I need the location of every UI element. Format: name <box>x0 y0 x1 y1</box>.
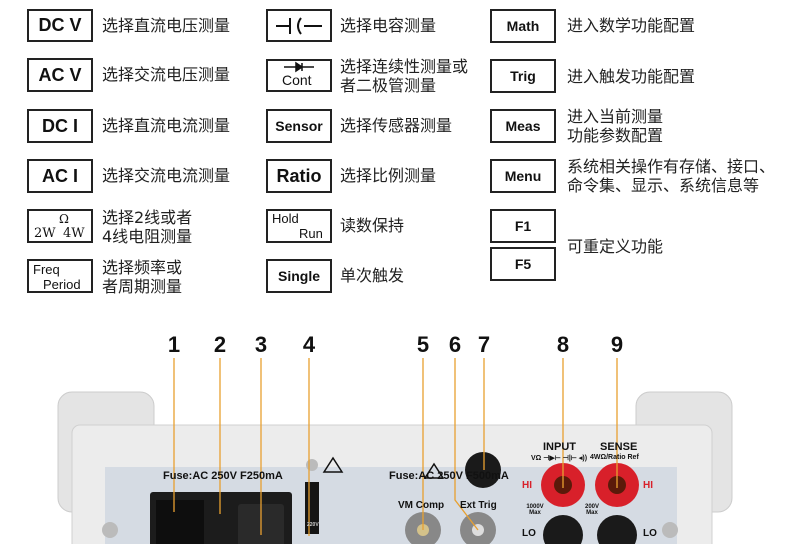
sense-lo-terminal <box>597 515 637 544</box>
input-label: INPUT <box>543 441 576 453</box>
capacitor-icon <box>276 17 322 35</box>
hi-label-2: HI <box>643 480 653 491</box>
freq-desc-line2: 者周期测量 <box>102 277 183 296</box>
lo-label: LO <box>522 528 536 539</box>
freq-desc: 选择频率或者周期测量 <box>102 258 182 296</box>
math-key: Math <box>490 9 556 43</box>
cont-label: Cont <box>282 72 312 88</box>
callout-lines <box>173 358 618 536</box>
freq-key: Freq Period <box>27 259 93 293</box>
callout-9: 9 <box>610 332 624 357</box>
diode-icon <box>284 61 314 73</box>
dci-desc: 选择直流电流测量 <box>102 116 231 135</box>
single-desc: 单次触发 <box>340 266 405 285</box>
callout-8: 8 <box>556 332 570 357</box>
sensor-desc: 选择传感器测量 <box>340 116 453 135</box>
cont-desc: 选择连续性测量或者二极管测量 <box>340 57 468 95</box>
trig-desc: 进入触发功能配置 <box>567 67 696 86</box>
callout-5: 5 <box>416 332 430 357</box>
ohm-4w: 4W <box>63 226 85 241</box>
acv-desc: 选择交流电压测量 <box>102 65 231 84</box>
vm-comp-label: VM Comp <box>398 500 445 511</box>
callout-3: 3 <box>254 332 268 357</box>
freq-label: Freq <box>33 262 60 277</box>
ohm-key: Ω 2W 4W <box>27 209 93 243</box>
meas-desc-line1: 进入当前测量 <box>567 107 664 126</box>
callout-4: 4 <box>302 332 316 357</box>
dcv-desc: 选择直流电压测量 <box>102 16 231 35</box>
input-sub-label: VΩ ⊣▶⊢ ⊣|⊢ ◂)) <box>531 455 588 462</box>
aci-desc: 选择交流电流测量 <box>102 166 231 185</box>
meas-desc-line2: 功能参数配置 <box>567 126 664 145</box>
trig-key: Trig <box>490 59 556 93</box>
ratio-key: Ratio <box>266 159 332 193</box>
ext-trig-label: Ext Trig <box>460 500 497 511</box>
fuse1-label: Fuse:AC 250V F250mA <box>163 470 283 482</box>
meas-key: Meas <box>490 109 556 143</box>
acv-key: AC V <box>27 58 93 92</box>
hold-label: Hold <box>272 211 299 226</box>
menu-desc-line1: 系统相关操作有存储、接口、 <box>567 157 776 176</box>
ratio-desc: 选择比例测量 <box>340 166 437 185</box>
voltage-selector-label: 220V <box>307 522 319 528</box>
menu-desc-line2: 命令集、显示、系统信息等 <box>567 176 760 195</box>
sense-label: SENSE <box>600 441 638 453</box>
v1000-label: 1000V Max <box>526 504 544 516</box>
ohm-desc-line1: 选择2线或者 <box>102 208 193 227</box>
input-lo-terminal <box>543 515 583 544</box>
hold-desc: 读数保持 <box>340 216 405 235</box>
capacitor-key <box>266 9 332 42</box>
aci-key: AC I <box>27 159 93 193</box>
period-label: Period <box>43 277 81 292</box>
callout-7: 7 <box>477 332 491 357</box>
menu-key: Menu <box>490 159 556 193</box>
ohm-2w: 2W <box>34 226 56 241</box>
cont-desc-line1: 选择连续性测量或 <box>340 57 469 76</box>
callout-2: 2 <box>213 332 227 357</box>
fuse2-label: Fuse:AC 250V F500mA <box>389 470 509 482</box>
sense-sub-label: 4WΩ/Ratio Ref <box>590 454 639 461</box>
f5-key: F5 <box>490 247 556 281</box>
callout-1: 1 <box>167 332 181 357</box>
callout-6: 6 <box>448 332 462 357</box>
math-desc: 进入数学功能配置 <box>567 16 696 35</box>
dci-key: DC I <box>27 109 93 143</box>
hi-label: HI <box>522 480 532 491</box>
run-label: Run <box>299 226 323 241</box>
cont-key: Cont <box>266 59 332 92</box>
dcv-key: DC V <box>27 9 93 42</box>
freq-desc-line1: 选择频率或 <box>102 258 183 277</box>
v200-label: 200V Max <box>584 504 599 516</box>
f-desc: 可重定义功能 <box>567 237 664 256</box>
ohm-symbol: Ω <box>59 212 69 226</box>
meas-desc: 进入当前测量功能参数配置 <box>567 107 663 145</box>
ohm-desc-line2: 4线电阻测量 <box>102 227 193 246</box>
hold-key: Hold Run <box>266 209 332 243</box>
single-key: Single <box>266 259 332 293</box>
cont-desc-line2: 者二极管测量 <box>340 76 437 95</box>
sensor-key: Sensor <box>266 109 332 143</box>
f1-key: F1 <box>490 209 556 243</box>
cap-desc: 选择电容测量 <box>340 16 437 35</box>
lo-label-2: LO <box>643 528 657 539</box>
menu-desc: 系统相关操作有存储、接口、命令集、显示、系统信息等 <box>567 157 775 195</box>
